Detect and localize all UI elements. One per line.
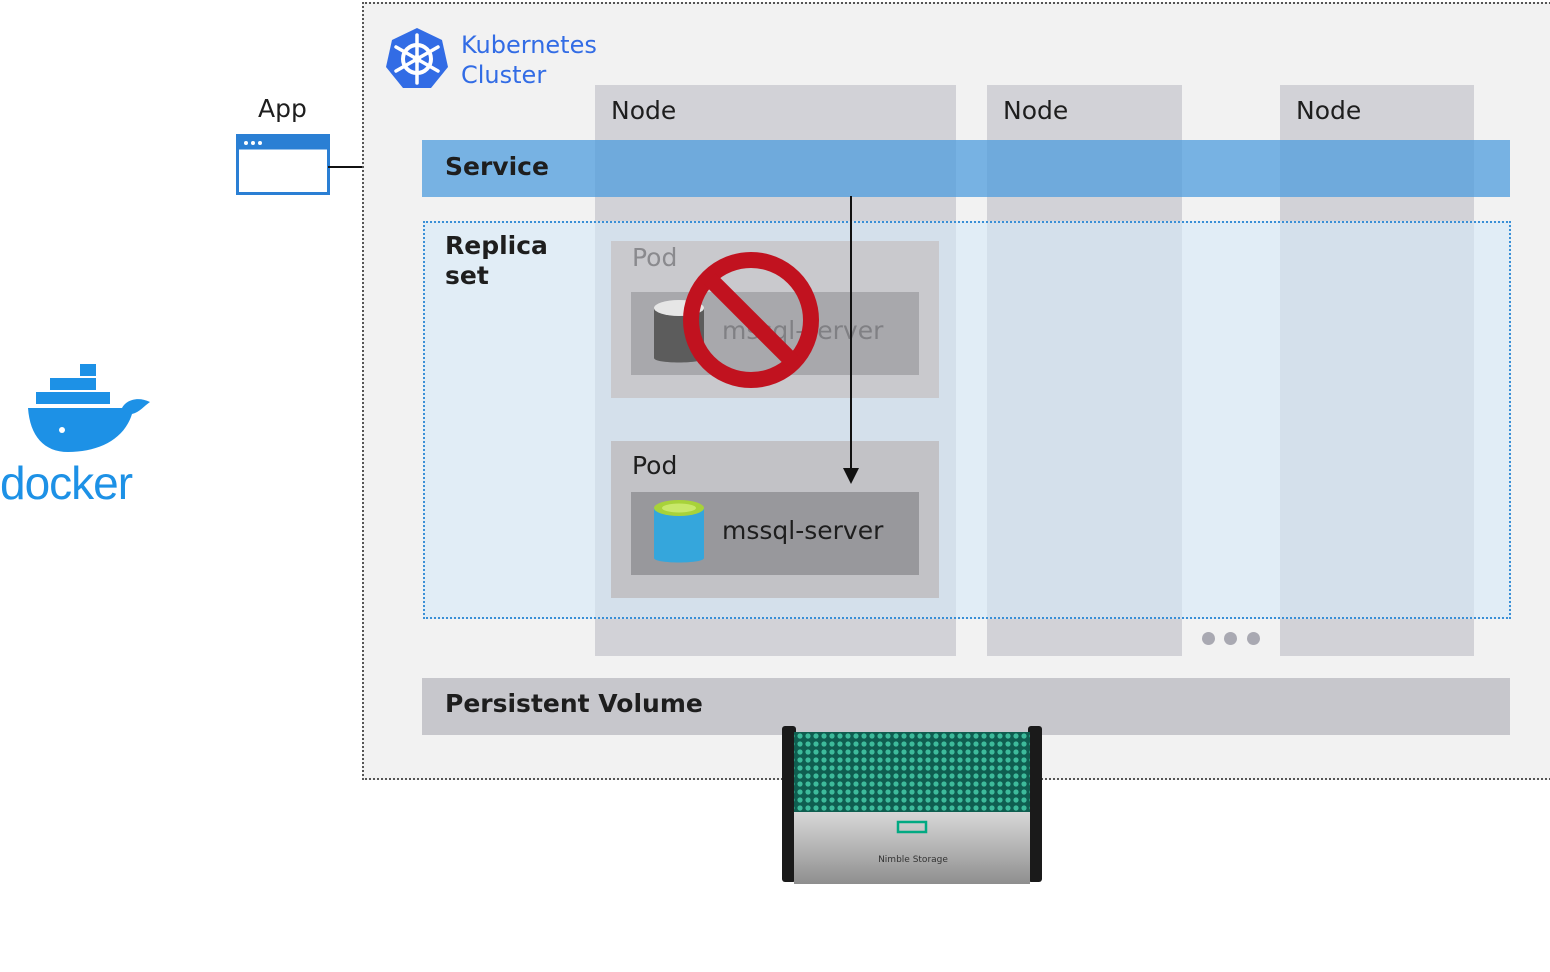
service-bar — [422, 140, 1510, 197]
docker-logo: docker — [0, 362, 170, 512]
database-icon — [654, 500, 704, 563]
storage-label: Nimble Storage — [878, 855, 948, 865]
kubernetes-helm-icon — [386, 28, 448, 88]
replica-set-label-line1: Replica — [445, 231, 548, 260]
persistent-volume-bar — [422, 678, 1510, 735]
docker-wordmark: docker — [0, 457, 133, 509]
node-label-3: Node — [1296, 96, 1362, 125]
replica-set-label: Replica set — [445, 231, 548, 291]
browser-window-icon — [236, 134, 330, 195]
cluster-title-line2: Cluster — [461, 61, 547, 89]
storage-array-icon — [782, 726, 1042, 884]
service-to-pod-arrow — [843, 196, 859, 484]
container-running-label: mssql-server — [722, 516, 884, 545]
persistent-volume-label: Persistent Volume — [445, 689, 703, 718]
cluster-title: Kubernetes Cluster — [461, 30, 597, 90]
docker-whale-icon — [28, 364, 150, 452]
prohibited-icon — [683, 252, 819, 388]
cluster-title-line1: Kubernetes — [461, 31, 597, 59]
node-label-2: Node — [1003, 96, 1069, 125]
app-label: App — [258, 94, 307, 123]
service-label: Service — [445, 152, 549, 181]
more-dots-icon — [1202, 632, 1264, 646]
node-label-1: Node — [611, 96, 677, 125]
pod-running-label: Pod — [632, 451, 678, 480]
replica-set — [423, 221, 1511, 619]
replica-set-label-line2: set — [445, 261, 489, 290]
pod-failed-label: Pod — [632, 243, 678, 272]
